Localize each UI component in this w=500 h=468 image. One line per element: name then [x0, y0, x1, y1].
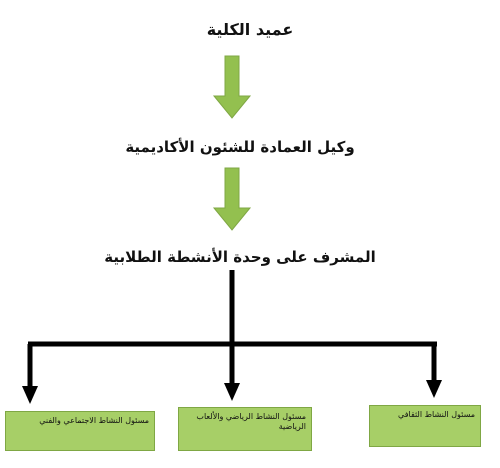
unit-label-cultural: مسئول النشاط الثقافي: [398, 410, 475, 419]
arrow-down-icon: [212, 167, 252, 231]
arrowhead-sports-icon: [224, 383, 240, 401]
arrowhead-cultural-icon: [426, 380, 442, 398]
supervisor-title: المشرف على وحدة الأنشطة الطلابية: [104, 248, 376, 266]
unit-label-sports: مسئول النشاط الرياضي والألعاب الرياضية: [196, 412, 306, 431]
dean-title: عميد الكلية: [206, 20, 294, 39]
arrow-down-icon: [212, 55, 252, 119]
arrowhead-social-icon: [22, 386, 38, 404]
unit-box-cultural: مسئول النشاط الثقافي: [369, 405, 481, 447]
unit-label-social: مسئول النشاط الاجتماعي والفني: [39, 416, 149, 425]
vice-dean-title: وكيل العمادة للشئون الأكاديمية: [125, 138, 355, 156]
unit-box-social: مسئول النشاط الاجتماعي والفني: [5, 411, 155, 451]
unit-box-sports: مسئول النشاط الرياضي والألعاب الرياضية: [178, 407, 312, 451]
connector-tree: [27, 270, 437, 388]
branch-arrowheads: [22, 380, 442, 404]
